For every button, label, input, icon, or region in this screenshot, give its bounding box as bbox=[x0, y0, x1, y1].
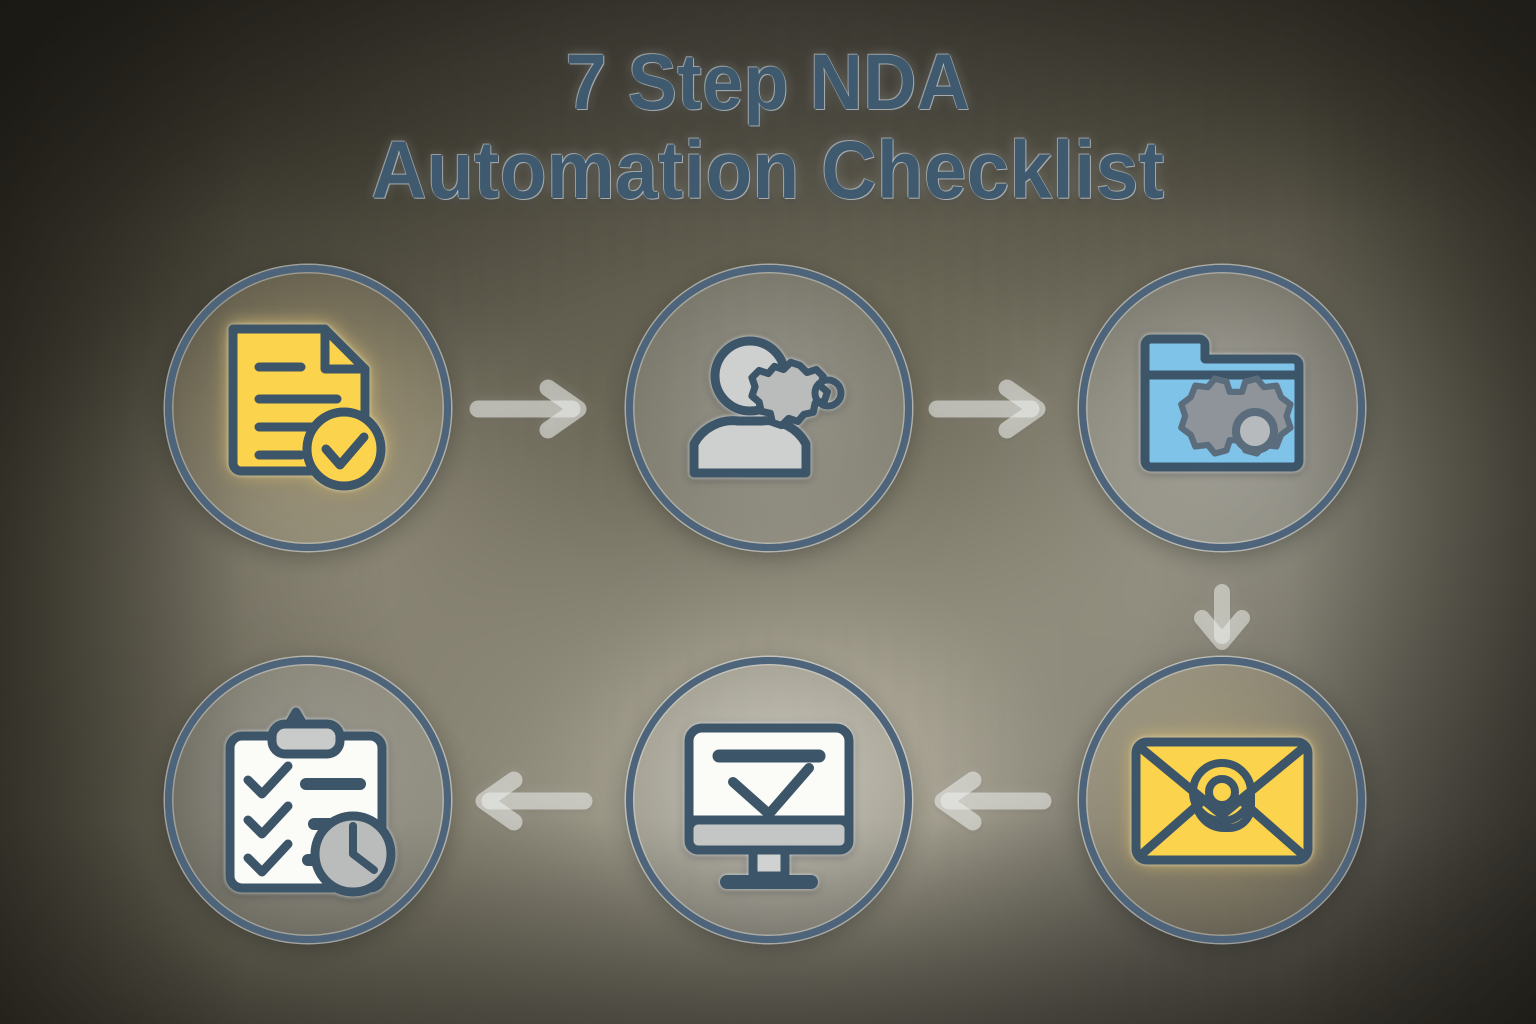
page-title: 7 Step NDA Automation Checklist bbox=[0, 40, 1536, 215]
document-check-icon bbox=[228, 324, 386, 491]
title-line-1: 7 Step NDA bbox=[565, 37, 971, 126]
arrow-step4-to-step5 bbox=[927, 770, 1053, 832]
title-line-2: Automation Checklist bbox=[371, 124, 1165, 216]
arrow-step2-to-step3 bbox=[927, 378, 1053, 440]
envelope-at-icon bbox=[1131, 737, 1313, 865]
step-3-folder-gear-node[interactable] bbox=[1079, 265, 1365, 551]
step-5-monitor-check-node[interactable] bbox=[626, 657, 912, 943]
step-1-document-check-node[interactable] bbox=[165, 265, 451, 551]
arrow-step1-to-step2 bbox=[468, 378, 594, 440]
step-2-user-gear-node[interactable] bbox=[626, 265, 912, 551]
arrow-step3-to-step4 bbox=[1191, 582, 1253, 656]
step-4-envelope-at-node[interactable] bbox=[1079, 657, 1365, 943]
clipboard-clock-icon bbox=[225, 707, 396, 897]
folder-gear-icon bbox=[1140, 334, 1304, 472]
step-6-clipboard-clock-node[interactable] bbox=[165, 657, 451, 943]
arrow-step5-to-step6 bbox=[468, 770, 594, 832]
user-gear-icon bbox=[689, 336, 845, 478]
monitor-check-icon bbox=[684, 723, 854, 889]
